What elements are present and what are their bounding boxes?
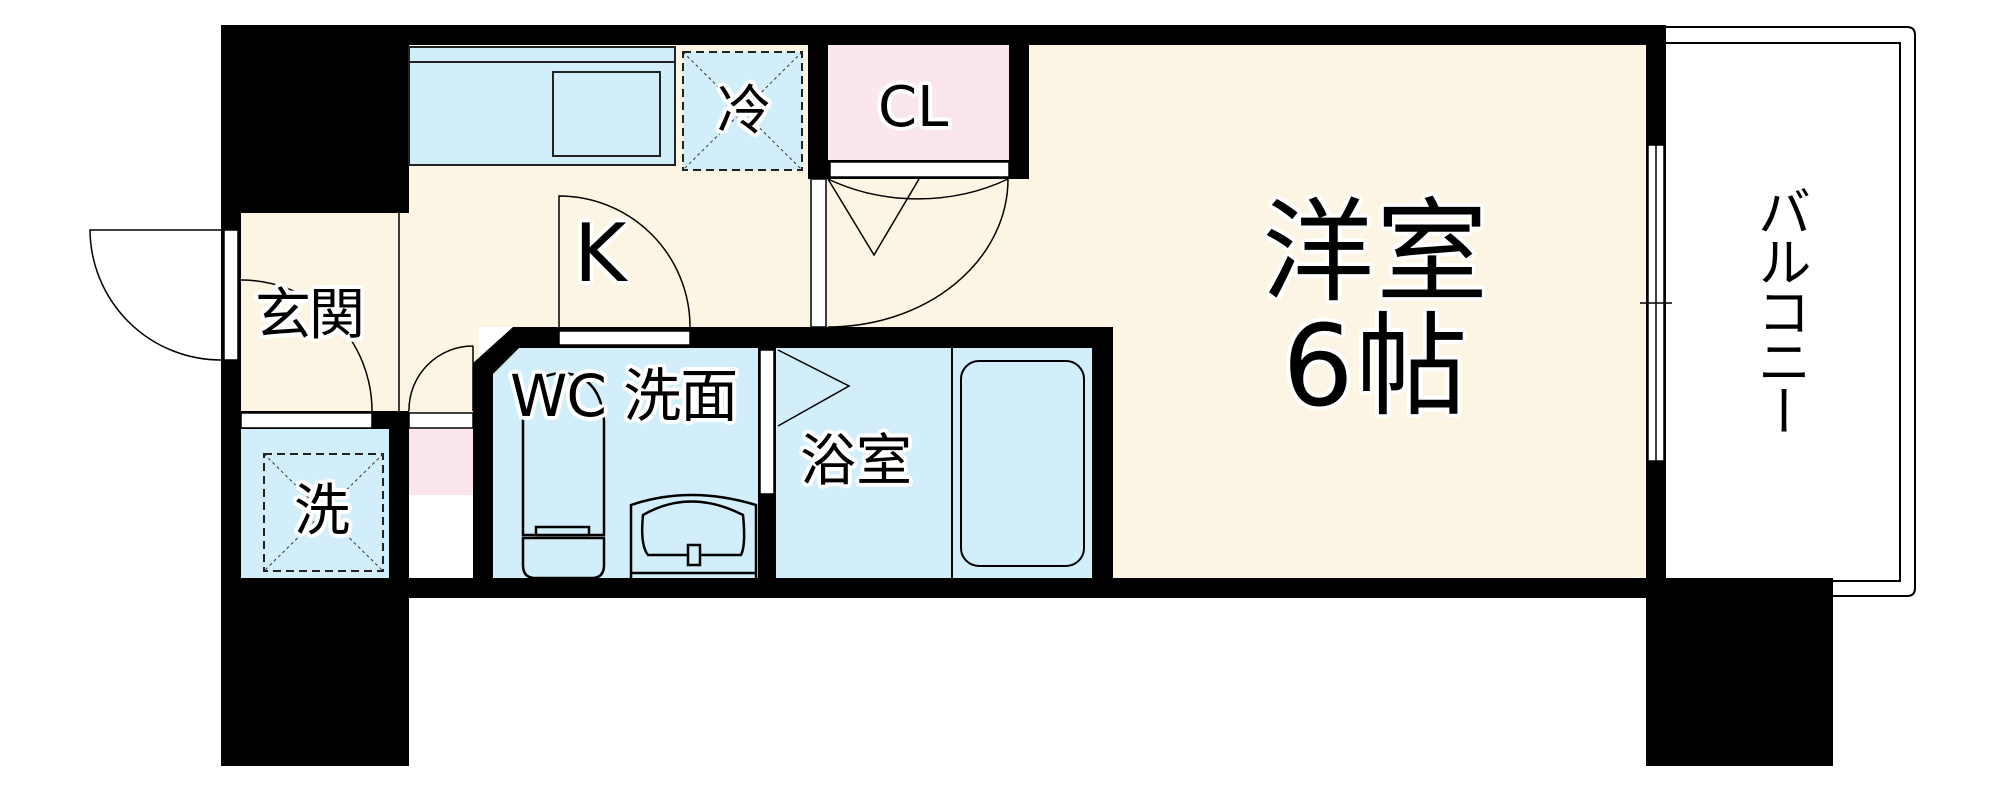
- entrance-label: 玄関: [255, 283, 365, 348]
- door-openings: [223, 144, 1672, 495]
- bathtub-icon: [951, 348, 1085, 578]
- entrance-door-swing: [89, 229, 222, 361]
- bathroom-label: 浴室: [800, 429, 912, 494]
- entrance-floor: [241, 213, 409, 411]
- closet-label: CL: [878, 75, 949, 140]
- small-closet-floor: [409, 429, 473, 495]
- kitchen-counter: [408, 46, 676, 166]
- kitchen-lower-floor: [809, 179, 1049, 327]
- washer-label: 洗: [294, 479, 350, 544]
- western-room-name: 洋室: [1262, 188, 1490, 318]
- kitchen-label: K: [574, 207, 627, 300]
- wc-door-swing: [558, 195, 691, 328]
- toilet-icon: [521, 371, 606, 580]
- washbasin-icon: [629, 493, 758, 578]
- balcony-rail: [1666, 26, 1916, 597]
- western-room-label: 洋室 6帖: [1262, 188, 1490, 433]
- wc-washroom-label: WC 洗面: [510, 362, 738, 430]
- balcony-label: バルコニー: [1748, 184, 1811, 434]
- closet-door-swing: [827, 178, 1009, 328]
- fridge-space: [682, 51, 803, 171]
- door-swings: [89, 178, 1009, 427]
- western-room-floor: [1029, 45, 1646, 578]
- sink-icon: [552, 71, 661, 157]
- hall-floor: [399, 213, 479, 413]
- fridge-label: 冷: [717, 79, 771, 142]
- closet-floor: [828, 45, 1009, 160]
- washer-space: [263, 453, 384, 572]
- western-room-size: 6帖: [1282, 302, 1470, 433]
